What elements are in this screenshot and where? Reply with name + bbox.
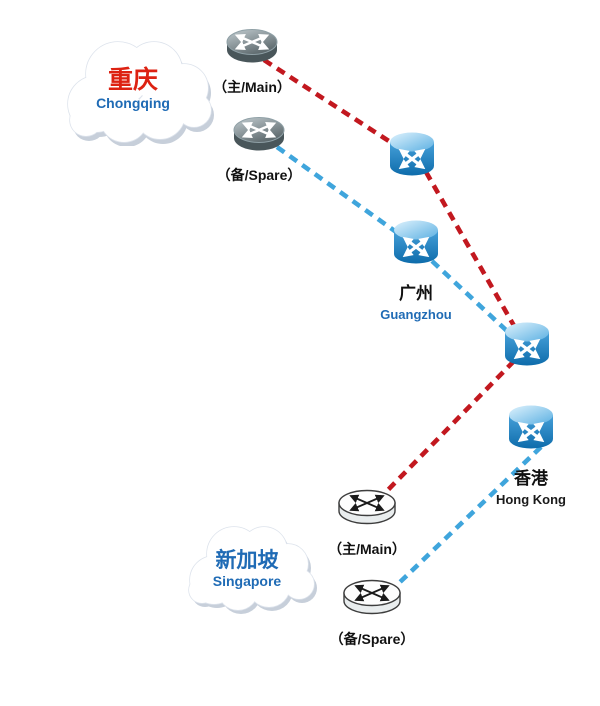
device-switch-upper-hongkong bbox=[467, 321, 587, 369]
label-chongqing-zh: 重庆 bbox=[107, 65, 158, 94]
label-cq-spare: （备/Spare） bbox=[216, 167, 302, 183]
label-guangzhou-zh: 广州 bbox=[399, 284, 433, 303]
link-spare-switch-to-switch bbox=[430, 259, 509, 333]
router-icon bbox=[226, 29, 278, 63]
device-chongqing-main-router: （主/Main） bbox=[192, 25, 312, 97]
router-icon bbox=[233, 117, 285, 151]
label-hongkong-zh: 香港 bbox=[514, 469, 548, 488]
switch-icon bbox=[509, 405, 553, 449]
switch-icon bbox=[505, 322, 549, 366]
cloud-icon bbox=[188, 526, 317, 614]
label-chongqing-en: Chongqing bbox=[96, 95, 170, 112]
link-main-switch-to-sg bbox=[381, 359, 516, 497]
router-icon bbox=[338, 489, 396, 525]
link-spare-cq-to-switch bbox=[275, 145, 401, 236]
device-chongqing-spare-router: （备/Spare） bbox=[199, 113, 319, 185]
router-icon bbox=[343, 579, 401, 615]
device-switch-guangzhou: 广州 Guangzhou bbox=[356, 219, 476, 322]
label-sg-spare: （备/Spare） bbox=[329, 631, 415, 647]
label-singapore-en: Singapore bbox=[212, 573, 282, 590]
cloud-singapore: 新加坡 Singapore bbox=[172, 518, 322, 616]
cloud-singapore-labels: 新加坡 Singapore bbox=[172, 518, 322, 616]
device-singapore-main-router: （主/Main） bbox=[307, 485, 427, 559]
link-spare-switch-to-sg bbox=[397, 445, 543, 585]
cloud-chongqing-labels: 重庆 Chongqing bbox=[48, 28, 218, 146]
cloud-icon bbox=[67, 41, 214, 147]
device-singapore-spare-router: （备/Spare） bbox=[312, 575, 432, 649]
cloud-chongqing: 重庆 Chongqing bbox=[48, 28, 218, 147]
switch-icon bbox=[394, 220, 438, 264]
label-hongkong-en: Hong Kong bbox=[495, 492, 567, 507]
link-main-cq-to-switch bbox=[262, 58, 400, 149]
label-cq-main: （主/Main） bbox=[213, 79, 291, 95]
device-switch-upper-guangzhou bbox=[352, 131, 472, 179]
label-sg-main: （主/Main） bbox=[328, 541, 406, 557]
switch-icon bbox=[390, 132, 434, 176]
device-switch-hongkong: 香港 Hong Kong bbox=[471, 404, 591, 507]
label-singapore-zh: 新加坡 bbox=[215, 548, 279, 572]
label-guangzhou-en: Guangzhou bbox=[380, 307, 452, 322]
